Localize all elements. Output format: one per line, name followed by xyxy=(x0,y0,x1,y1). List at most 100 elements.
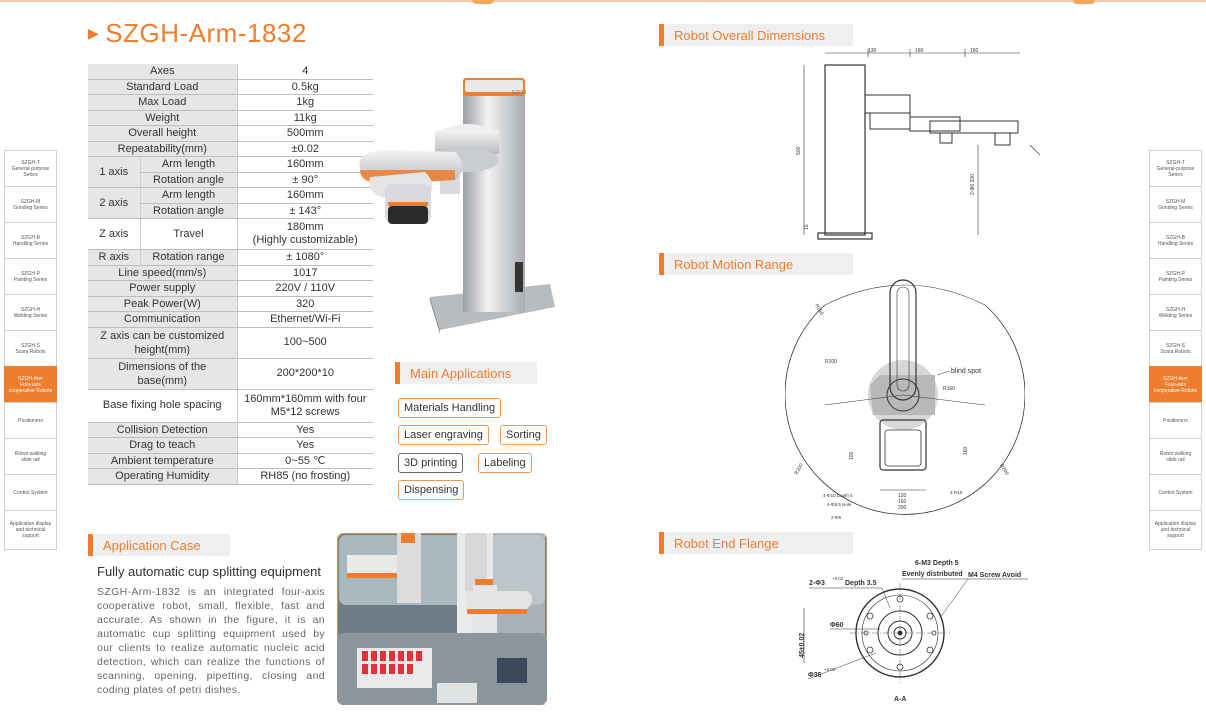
dim-label: 15 xyxy=(804,224,810,230)
dim-label: 160 xyxy=(970,48,979,54)
end-flange-drawing: 6-M3 Depth 5 Evenly distributed M4 Screw… xyxy=(799,560,1028,703)
flange-label: Φ60 xyxy=(830,622,844,629)
sidebar-tab[interactable]: SZGH-P Painting Series xyxy=(1149,258,1202,294)
sidebar-tab[interactable]: Positioners xyxy=(4,402,57,438)
sidebar-tab[interactable]: SZGH-Arm Four-axis cooperative Robots xyxy=(1149,366,1202,402)
spec-key: Axes xyxy=(88,64,237,80)
sidebar-tab[interactable]: SZGH-M Grinding Series xyxy=(1149,186,1202,222)
sidebar-tab[interactable]: Control System xyxy=(4,474,57,510)
sidebar-tab[interactable]: Application display and technical suppor… xyxy=(4,510,57,550)
sidebar-tab[interactable]: SZGH-T General-purpose Series xyxy=(4,150,57,186)
sidebar-tab[interactable]: Robot walking slide rail xyxy=(1149,438,1202,474)
spec-value: ± 143° xyxy=(236,203,373,219)
spec-value: ± 1080° xyxy=(236,249,373,266)
spec-key: Peak Power(W) xyxy=(88,296,237,312)
flange-label: +0.03 xyxy=(824,667,836,672)
sidebar-tab[interactable]: Application display and technical suppor… xyxy=(1149,510,1202,550)
spec-key: Travel xyxy=(140,218,237,250)
spec-key: Operating Humidity xyxy=(88,468,237,485)
sidebar-tab[interactable]: SZGH-Arm Four-axis cooperative Robots xyxy=(4,366,57,402)
sidebar-tab[interactable]: SZGH-H Welding Series xyxy=(1149,294,1202,330)
application-tag: Dispensing xyxy=(398,480,465,500)
spec-key: Communication xyxy=(88,311,237,328)
dim-label: 4-Φ5.5 Hole xyxy=(827,502,852,507)
spec-group-key: Z axis xyxy=(88,218,141,250)
sidebar-tab[interactable]: Control System xyxy=(1149,474,1202,510)
application-tag: Materials Handling xyxy=(398,398,502,418)
end-flange-header: Robot End Flange xyxy=(659,532,853,554)
spec-key: Repeatability(mm) xyxy=(88,141,237,157)
spec-value: 160mm xyxy=(236,187,373,204)
section-title: Robot End Flange xyxy=(674,535,779,551)
section-title: Robot Motion Range xyxy=(674,256,794,272)
top-dot-decoration xyxy=(472,0,494,4)
spec-value: 11kg xyxy=(236,110,373,126)
blind-spot-label: blind spot xyxy=(951,368,981,375)
spec-key: Weight xyxy=(88,110,237,126)
section-bar xyxy=(659,24,664,46)
flange-label: 2-Φ3 xyxy=(809,580,825,587)
spec-key: Rotation angle xyxy=(140,172,237,188)
flange-label: Evenly distributed xyxy=(902,571,963,578)
application-photo xyxy=(337,533,547,705)
spec-key: height(mm) xyxy=(134,343,191,356)
sidebar-tab[interactable]: SZGH-H Welding Series xyxy=(4,294,57,330)
dim-label: R100 xyxy=(825,359,837,365)
sidebar-tab[interactable]: SZGH-B Handling Series xyxy=(1149,222,1202,258)
spec-key: Rotation angle xyxy=(140,203,237,219)
sidebar-tab[interactable]: SZGH-S Scara Robots xyxy=(1149,330,1202,366)
table-row: Line speed(mm/s)1017 xyxy=(88,265,373,281)
sidebar-tab[interactable]: SZGH-B Handling Series xyxy=(4,222,57,258)
sidebar-tab[interactable]: SZGH-T General-purpose Series xyxy=(1149,150,1202,186)
case-subtitle: Fully automatic cup splitting equipment xyxy=(97,564,322,579)
motion-range-header: Robot Motion Range xyxy=(659,253,853,275)
spec-key: Arm length xyxy=(140,156,237,173)
spec-group-key: R axis xyxy=(88,249,141,266)
spec-value: 1kg xyxy=(236,94,373,111)
flange-label: A-A xyxy=(894,696,906,703)
table-row: Peak Power(W)320 xyxy=(88,296,373,312)
sidebar-tab[interactable]: SZGH-P Painting Series xyxy=(4,258,57,294)
flange-label: M4 Screw Avoid xyxy=(968,572,1021,579)
section-title: Robot Overall Dimensions xyxy=(674,27,826,43)
table-row: Rotation angle± 143° xyxy=(88,203,373,219)
spec-value: M5*12 screws xyxy=(270,405,340,418)
application-tag: Labeling xyxy=(478,453,532,473)
dim-label: 160 xyxy=(898,499,907,505)
flange-label: 45±0.02 xyxy=(799,633,806,658)
robot-product-image xyxy=(359,78,555,334)
dim-label: 130 xyxy=(868,48,877,54)
spec-value: 0.5kg xyxy=(236,79,373,95)
sidebar-tab[interactable]: SZGH-S Scara Robots xyxy=(4,330,57,366)
spec-key: Standard Load xyxy=(88,79,237,95)
spec-value: 160mm*160mm with four xyxy=(244,392,367,405)
spec-value: 180mm xyxy=(286,221,324,233)
flange-label: 6-M3 Depth 5 xyxy=(915,560,959,567)
motion-range-drawing: blind spot R160 R100 R200 R200 R160 100 … xyxy=(785,279,1025,520)
application-case-header: Application Case xyxy=(88,534,230,556)
spec-value: Yes xyxy=(236,437,373,454)
sidebar-tab[interactable]: Robot walking slide rail xyxy=(4,438,57,474)
spec-value: 160mm xyxy=(236,156,373,173)
dim-label: R160 xyxy=(943,386,955,392)
sidebar-tab[interactable]: SZGH-M Grinding Series xyxy=(4,186,57,222)
table-row: Repeatability(mm)±0.02 xyxy=(88,141,373,157)
sidebar-tab[interactable]: Positioners xyxy=(1149,402,1202,438)
section-bar xyxy=(659,532,664,554)
spec-group-key: 2 axis xyxy=(88,187,141,219)
spec-value: 220V / 110V xyxy=(236,280,373,297)
dim-label: 100 xyxy=(849,451,855,460)
dim-label: 160 xyxy=(915,48,924,54)
application-tag: Sorting xyxy=(500,425,547,445)
